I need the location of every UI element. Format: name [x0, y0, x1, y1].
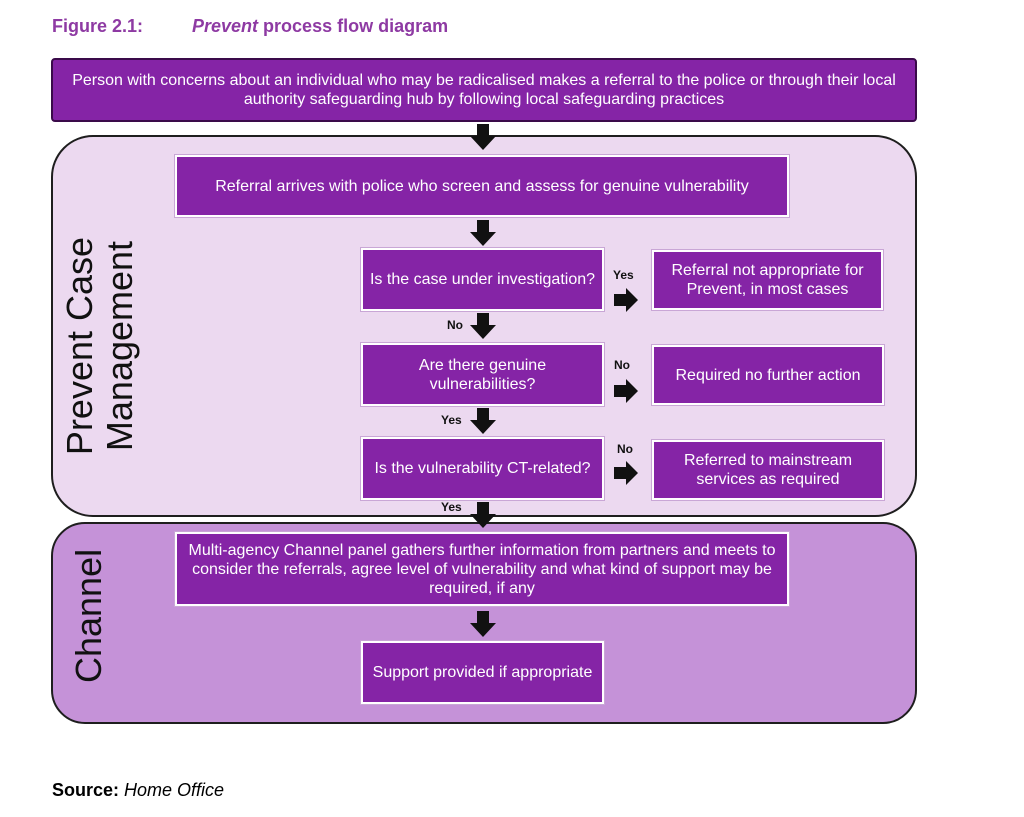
arrow-down-icon — [470, 313, 496, 339]
no-further-action-box: Required no further action — [652, 345, 884, 405]
figure-title: Figure 2.1: Prevent process flow diagram — [52, 16, 448, 37]
pcm-label-line2: Management — [99, 240, 140, 452]
support-provided-box: Support provided if appropriate — [361, 641, 604, 704]
arrow-right-icon — [614, 288, 638, 312]
vulnerabilities-question-box: Are there genuine vulnerabilities? — [361, 343, 604, 406]
channel-label: Channel — [68, 548, 109, 683]
arrow-down-icon — [470, 611, 496, 637]
no-label: No — [447, 318, 463, 332]
yes-label: Yes — [441, 500, 462, 514]
figure-label: Figure 2.1: — [52, 16, 144, 36]
no-label: No — [617, 442, 633, 456]
yes-label: Yes — [441, 413, 462, 427]
prevent-case-management-label: Prevent Case Management — [59, 216, 140, 476]
yes-label: Yes — [613, 268, 634, 282]
channel-panel-box: Multi-agency Channel panel gathers furth… — [175, 532, 789, 606]
source-note: Source: Home Office — [52, 780, 224, 801]
arrow-down-icon — [470, 408, 496, 434]
ct-related-question-box: Is the vulnerability CT-related? — [361, 437, 604, 500]
source-label: Source: — [52, 780, 120, 800]
arrow-right-icon — [614, 461, 638, 485]
no-label: No — [614, 358, 630, 372]
source-text: Home Office — [119, 780, 225, 800]
arrow-down-icon — [470, 124, 496, 150]
referral-box: Person with concerns about an individual… — [51, 58, 917, 122]
police-screening-box: Referral arrives with police who screen … — [175, 155, 789, 217]
arrow-down-icon — [470, 502, 496, 528]
figure-title-emphasis: Prevent — [192, 16, 259, 36]
pcm-label-line1: Prevent Case — [59, 236, 100, 456]
arrow-down-icon — [470, 220, 496, 246]
not-appropriate-box: Referral not appropriate for Prevent, in… — [652, 250, 883, 310]
mainstream-services-box: Referred to mainstream services as requi… — [652, 440, 884, 500]
investigation-question-box: Is the case under investigation? — [361, 248, 604, 311]
figure-title-rest: process flow diagram — [258, 16, 449, 36]
arrow-right-icon — [614, 379, 638, 403]
